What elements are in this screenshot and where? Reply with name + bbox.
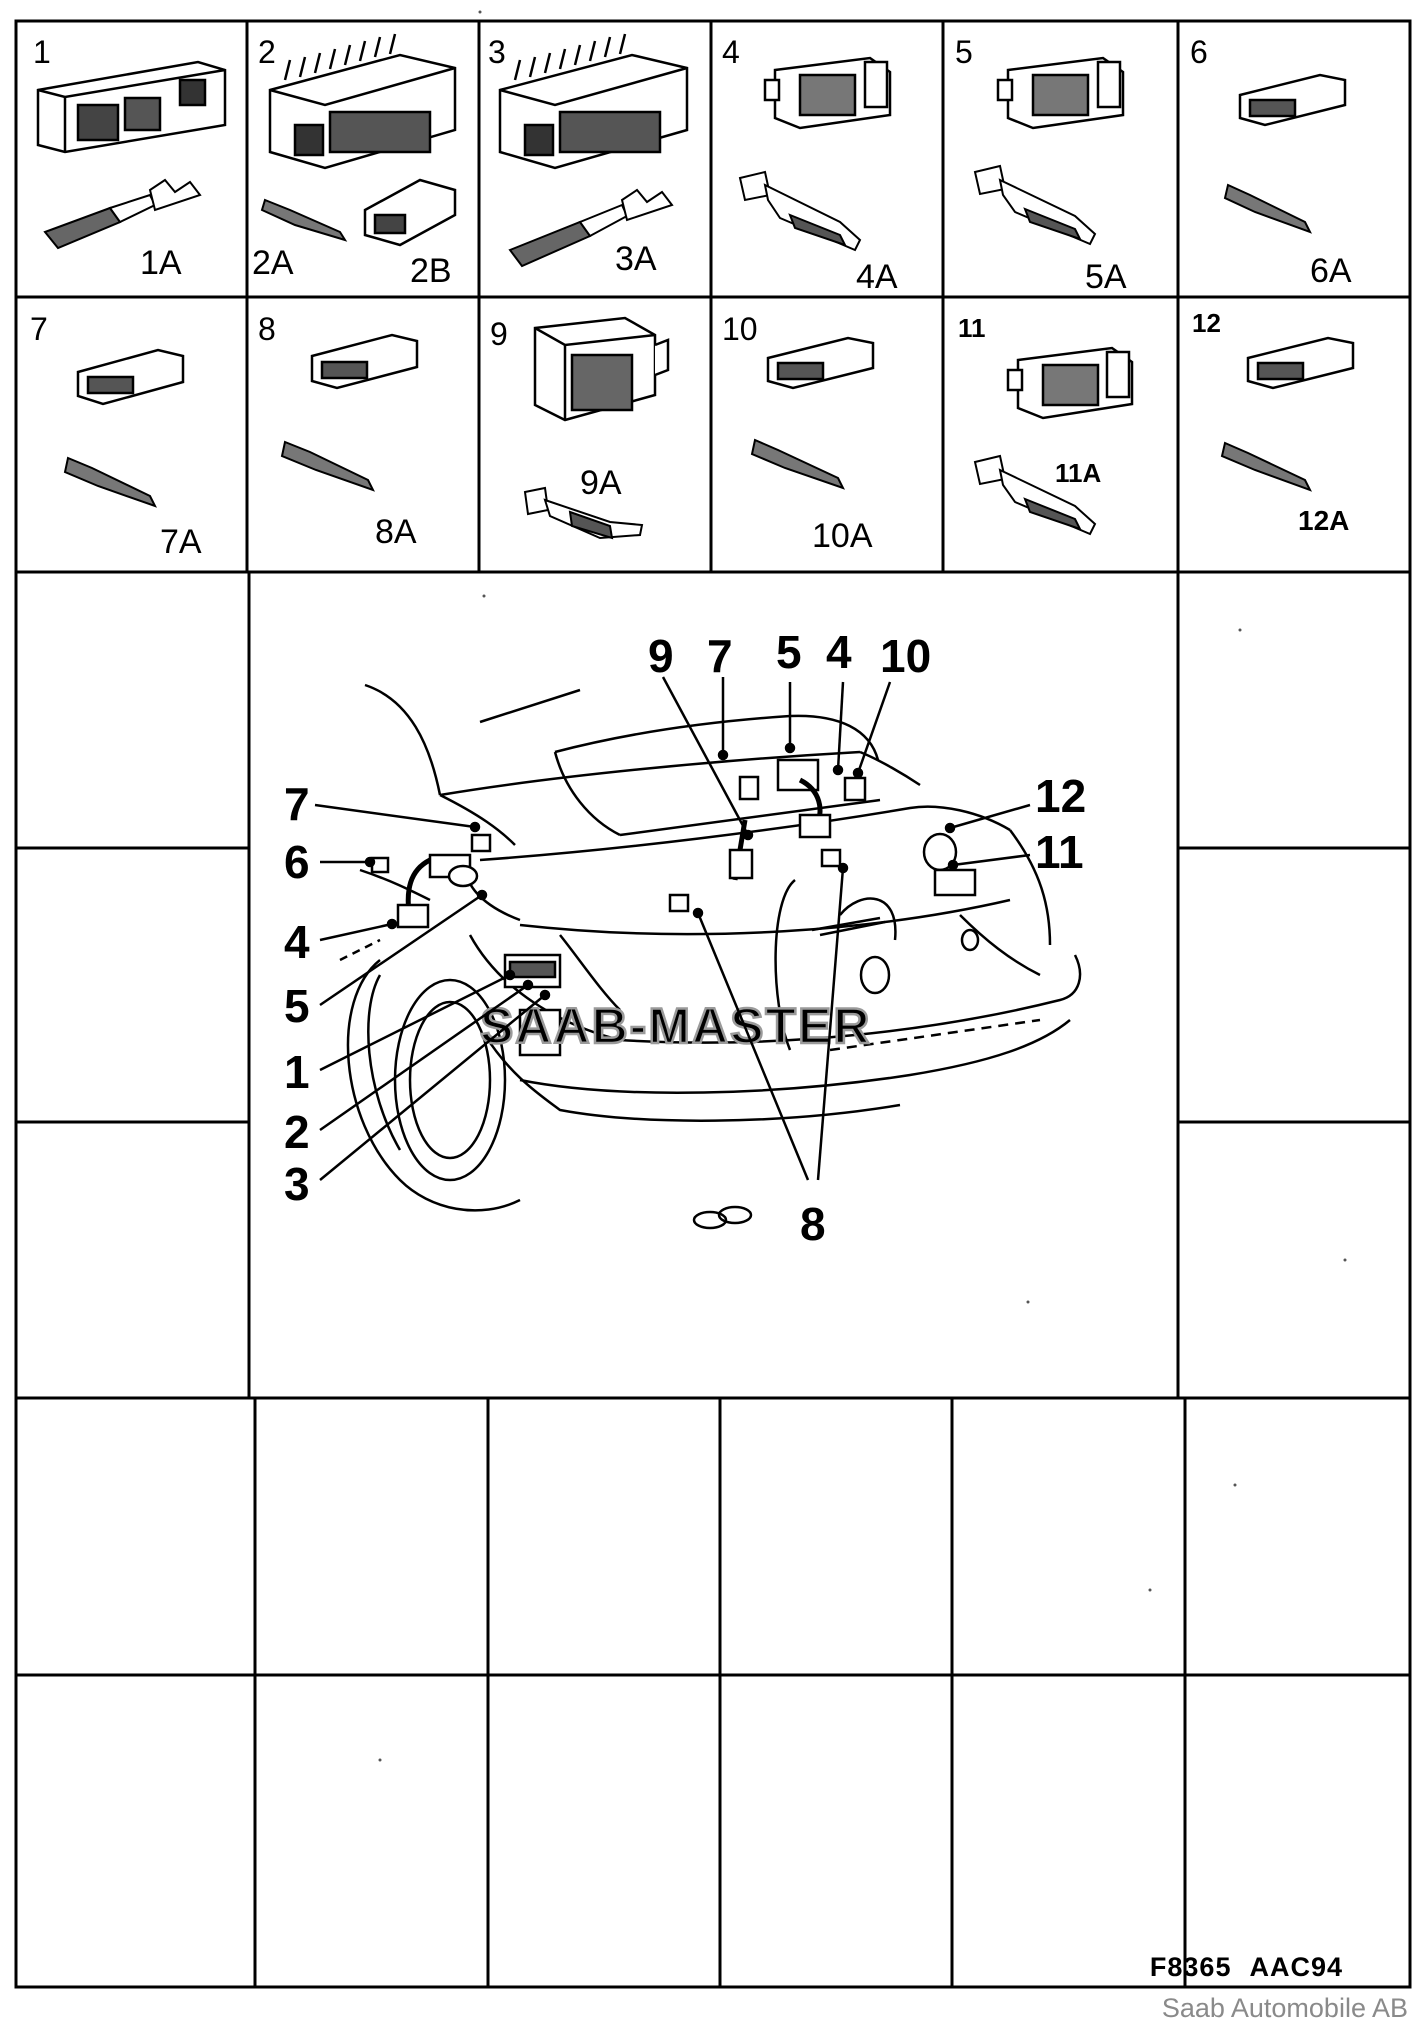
watermark: SAAB-MASTER	[480, 998, 871, 1054]
part-10A-label: 10A	[812, 517, 873, 555]
callout-8: 8	[800, 1198, 826, 1250]
connector-12-illustration	[1246, 336, 1355, 390]
part-3A-label: 3A	[615, 240, 657, 278]
part-3-number: 3	[488, 34, 506, 70]
part-5-number: 5	[955, 34, 973, 70]
part-10-cell: 10 10A	[722, 311, 875, 555]
terminal-1A-illustration	[43, 178, 202, 250]
part-8A-label: 8A	[375, 513, 417, 551]
connector-11-illustration	[1006, 346, 1134, 420]
connector-4-illustration	[763, 56, 892, 130]
part-4A-label: 4A	[856, 258, 898, 296]
figure-code: F8365 AAC94	[1150, 1952, 1343, 1983]
terminal-2B-illustration	[363, 178, 457, 247]
connector-6-illustration	[1238, 73, 1347, 127]
connector-3-illustration	[498, 33, 689, 170]
part-3-cell: 3 3A	[488, 33, 689, 278]
part-1A-label: 1A	[140, 244, 182, 282]
terminal-9A-illustration	[523, 486, 644, 540]
part-5A-label: 5A	[1085, 258, 1127, 296]
part-2B-label: 2B	[410, 252, 452, 290]
part-1-number: 1	[33, 34, 51, 70]
part-8-number: 8	[258, 311, 276, 347]
part-2-number: 2	[258, 34, 276, 70]
callout-3: 3	[284, 1158, 310, 1210]
terminal-10A-illustration	[750, 438, 845, 490]
part-9A-label: 9A	[580, 464, 622, 502]
part-4-number: 4	[722, 34, 740, 70]
terminal-8A-illustration	[280, 440, 375, 492]
part-12A-label: 12A	[1298, 505, 1349, 536]
grid	[14, 19, 1412, 1989]
car-rear-illustration	[339, 683, 1082, 1230]
callout-10: 10	[880, 630, 931, 682]
copyright: Saab Automobile AB	[1161, 1993, 1408, 2023]
part-6-cell: 6 6A	[1190, 34, 1352, 290]
part-5-cell: 5 5A	[955, 34, 1127, 296]
part-9-number: 9	[490, 316, 508, 352]
callout-9: 9	[648, 630, 674, 682]
part-1-cell: 1 1A	[33, 34, 227, 282]
terminal-3A-illustration	[508, 188, 674, 268]
part-10-number: 10	[722, 311, 758, 347]
part-6A-label: 6A	[1310, 252, 1352, 290]
part-4-cell: 4 4A	[722, 34, 898, 296]
callout-5-top: 5	[776, 626, 802, 678]
callout-4-top: 4	[826, 626, 852, 678]
terminal-11A-illustration	[973, 454, 1097, 536]
part-9-cell: 9 9A	[490, 316, 670, 540]
connector-10-illustration	[766, 336, 875, 390]
callout-12: 12	[1035, 770, 1086, 822]
callout-1: 1	[284, 1046, 310, 1098]
part-7-cell: 7 7A	[30, 311, 202, 561]
callout-7-top: 7	[707, 630, 733, 682]
leader-lines	[314, 676, 1031, 1181]
terminal-5A-illustration	[973, 164, 1097, 246]
connector-8-illustration	[310, 333, 419, 390]
connector-1-illustration	[36, 60, 227, 154]
terminal-2A-illustration	[260, 198, 348, 242]
callout-2: 2	[284, 1106, 310, 1158]
terminal-12A-illustration	[1220, 441, 1313, 492]
part-7A-label: 7A	[160, 523, 202, 561]
connector-2-illustration	[268, 33, 457, 170]
figure-code-2: AAC94	[1249, 1952, 1343, 1982]
connector-5-illustration	[996, 56, 1125, 130]
callout-4-left: 4	[284, 916, 310, 968]
part-2A-label: 2A	[252, 244, 294, 282]
callout-6: 6	[284, 836, 310, 888]
figure-code-1: F8365	[1149, 1952, 1232, 1982]
callout-7-left: 7	[284, 778, 310, 830]
callout-labels: 9 7 5 4 10 7 6 4 5 1 2 3 12 11 8	[284, 626, 1086, 1250]
part-12-number: 12	[1192, 308, 1221, 338]
part-11-number: 11	[958, 313, 986, 343]
callout-11: 11	[1035, 826, 1084, 878]
part-11-cell: 11 11A	[958, 313, 1134, 536]
terminal-4A-illustration	[738, 170, 862, 252]
part-8-cell: 8 8A	[258, 311, 419, 551]
part-2-cell: 2 2A 2B	[252, 33, 457, 290]
connector-7-illustration	[76, 348, 185, 406]
scan-dots	[378, 10, 1347, 1762]
terminal-7A-illustration	[63, 456, 157, 508]
terminal-6A-illustration	[1223, 183, 1313, 234]
connector-9-illustration	[533, 316, 670, 422]
part-11A-label: 11A	[1055, 458, 1101, 488]
part-6-number: 6	[1190, 34, 1208, 70]
callout-5-left: 5	[284, 980, 310, 1032]
part-7-number: 7	[30, 311, 48, 347]
part-12-cell: 12 12A	[1192, 308, 1355, 536]
